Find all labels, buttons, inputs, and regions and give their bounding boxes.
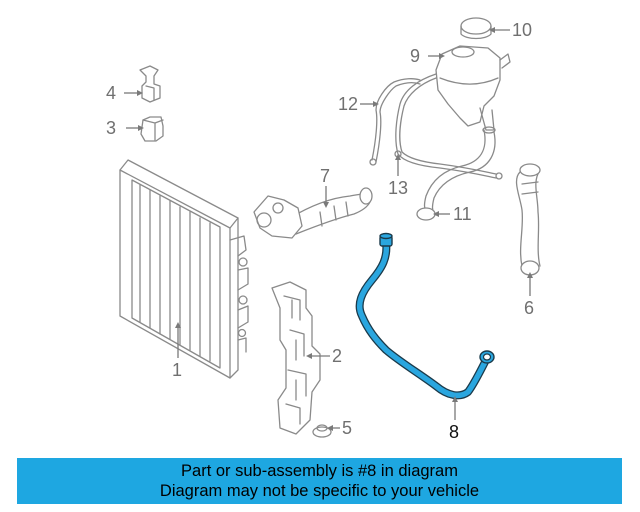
leader-arrowheads	[137, 27, 533, 431]
upper-hose-part	[253, 187, 373, 239]
tank-cap-part	[460, 17, 492, 40]
callout-11: 11	[453, 204, 472, 224]
banner-line-2: Diagram may not be specific to your vehi…	[159, 482, 480, 500]
callout-13: 13	[388, 178, 408, 198]
callout-4: 4	[106, 83, 116, 103]
mount-rubber-part	[140, 116, 164, 142]
callout-labels: 1 2 3 4 5 6 7 8 9 10 11 12 13	[106, 20, 534, 442]
banner-line-1: Part or sub-assembly is #8 in diagram	[181, 462, 458, 480]
callout-1: 1	[172, 360, 182, 380]
callout-12: 12	[338, 94, 358, 114]
highlighted-hose-part-8	[355, 232, 495, 400]
callout-8: 8	[449, 422, 459, 442]
callout-3: 3	[106, 118, 116, 138]
callout-2: 2	[332, 346, 342, 366]
callout-6: 6	[524, 298, 534, 318]
info-banner: Part or sub-assembly is #8 in diagram Di…	[17, 458, 622, 504]
callout-7: 7	[320, 166, 330, 186]
exploded-parts-diagram: 1 2 3 4 5 6 7 8 9 10 11 12 13	[106, 17, 541, 442]
tank-outlet-hose-part	[416, 126, 496, 221]
lower-hose-part	[515, 163, 541, 276]
callout-10: 10	[512, 20, 532, 40]
callout-9: 9	[410, 46, 420, 66]
grommet-part	[312, 424, 332, 438]
expansion-tank-part	[435, 45, 511, 131]
callout-5: 5	[342, 418, 352, 438]
air-guide-part	[271, 281, 321, 435]
vent-hose-part	[369, 78, 421, 166]
radiator-part	[119, 159, 249, 379]
clip-part	[139, 65, 161, 103]
